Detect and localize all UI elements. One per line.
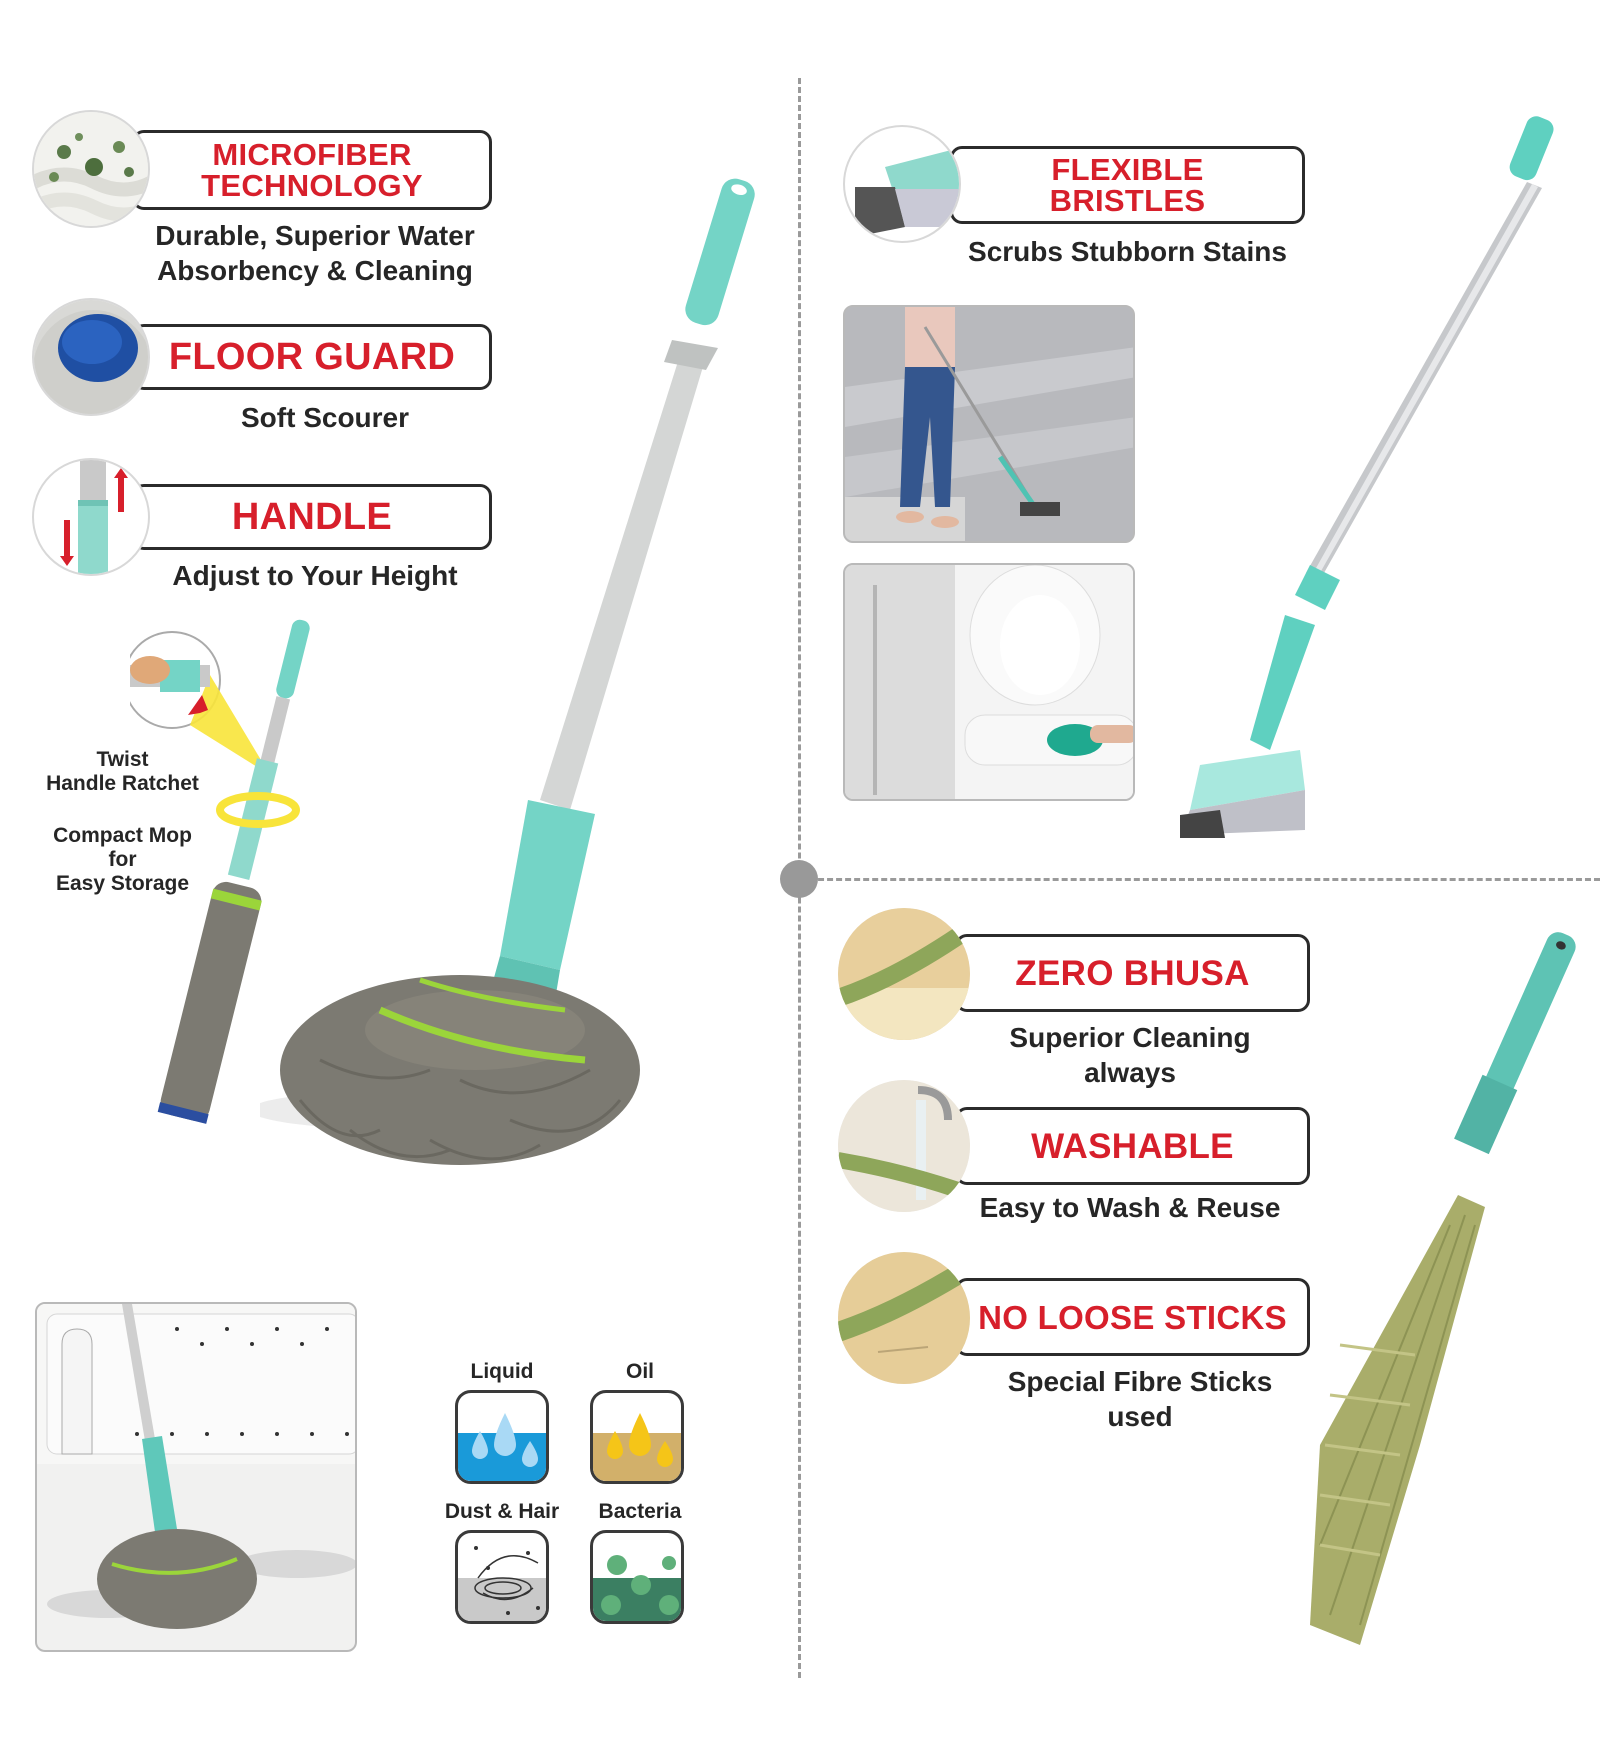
feature-description: Special Fibre Sticks used [1007,1366,1273,1432]
twist-mop-compact-image [130,619,310,1124]
horizontal-divider [800,878,1600,881]
spin-mop-product-image [260,178,755,1165]
zero-bhusa-icon [838,908,970,1040]
bacteria-icon [590,1530,684,1624]
feature-title-box: FLEXIBLE BRISTLES [950,146,1305,224]
feature-title-box: MICROFIBER TECHNOLOGY [132,130,492,210]
scrub-brush-product-image [1180,116,1554,838]
sidewalk-scrubbing-photo [843,305,1135,543]
broom-product-image [1310,932,1576,1645]
feature-description: Scrubs Stubborn Stains [968,236,1287,267]
feature-description: Superior Cleaning always [1009,1022,1251,1088]
toilet-scrubbing-photo [843,563,1135,801]
surface-label-dust-hair: Dust & Hair [444,1500,560,1523]
washable-tap-icon [838,1080,970,1212]
feature-title-box: ZERO BHUSA [955,934,1310,1012]
feature-description: Durable, Superior Water Absorbency & Cle… [155,220,475,286]
mop-on-floor-photo [35,1302,357,1652]
surface-label-oil: Oil [625,1360,654,1383]
feature-description: Soft Scourer [240,402,410,433]
oil-drops-icon [590,1390,684,1484]
dust-hair-icon [455,1530,549,1624]
divider-junction-dot [780,860,818,898]
microfiber-closeup-icon [32,110,150,228]
floor-guard-scourer-icon [32,298,150,416]
feature-title-box: FLOOR GUARD [132,324,492,390]
compact-mop-label: Compact Mop for Easy Storage [53,824,192,896]
feature-title-box: HANDLE [132,484,492,550]
feature-description: Easy to Wash & Reuse [979,1192,1281,1223]
surface-label-bacteria: Bacteria [598,1500,682,1523]
adjustable-handle-icon [32,458,150,576]
feature-title-box: NO LOOSE STICKS [955,1278,1310,1356]
surface-label-liquid: Liquid [470,1360,534,1383]
no-loose-sticks-icon [838,1252,970,1384]
liquid-drops-icon [455,1390,549,1484]
twist-handle-label: Twist Handle Ratchet [46,748,199,796]
feature-description: Adjust to Your Height [172,560,458,591]
bristles-closeup-icon [843,125,961,243]
